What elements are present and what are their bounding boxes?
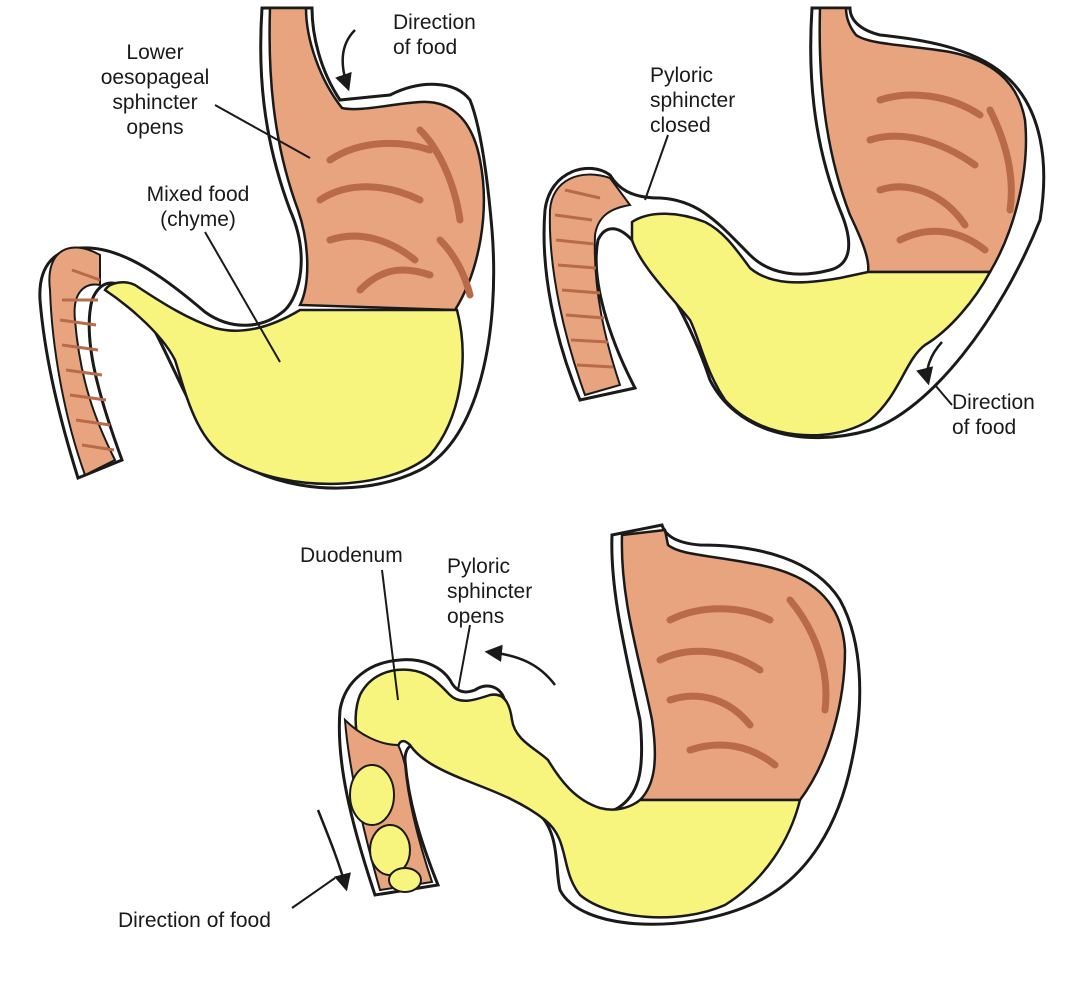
- panel-1-direction-label: Direction of food: [393, 11, 476, 59]
- panel-1-sphincter-label: Lower oesopageal sphincter opens: [100, 41, 210, 139]
- panel-2-stomach: [542, 6, 1046, 440]
- panel-2-sphincter-leader: [644, 134, 669, 201]
- panel-3-food-arrow: [316, 809, 351, 892]
- panel-3-duodenum-label: Duodenum: [300, 544, 403, 567]
- panel-3-direction-leader: [291, 877, 336, 909]
- panel-3-duodenum-leader: [381, 569, 399, 701]
- panel-2-food-arrow: [916, 341, 943, 386]
- panel-3-sphincter-arrow: [484, 644, 556, 686]
- panel-3-sphincter-label: Pyloric sphincter opens: [447, 555, 533, 628]
- panel-3-sphincter-leader: [457, 624, 471, 691]
- panel-2-sphincter-label: Pyloric sphincter closed: [650, 64, 736, 137]
- panel-1-stomach: [38, 6, 496, 490]
- panel-2-direction-label: Direction of food: [952, 391, 1035, 439]
- panel-2-duodenum: [548, 173, 632, 397]
- panel-1-chyme: [103, 281, 464, 486]
- panel-3-stomach: [291, 523, 862, 926]
- panel-2-chyme: [630, 212, 993, 437]
- panel-1-duodenum: [48, 246, 117, 477]
- panel-1-stomach-wall: [268, 6, 486, 312]
- panel-1-chyme-leader: [204, 231, 281, 363]
- panel-3-chyme-bolus: [349, 764, 395, 826]
- panel-1-food-arrow: [335, 29, 356, 92]
- panel-3-chyme-bolus: [388, 867, 422, 893]
- panel-1-chyme-label: Mixed food (chyme): [146, 183, 250, 231]
- panel-1-sphincter-leader: [214, 104, 311, 159]
- panel-2-direction-leader: [934, 384, 953, 406]
- panel-3-direction-label: Direction of food: [118, 909, 271, 932]
